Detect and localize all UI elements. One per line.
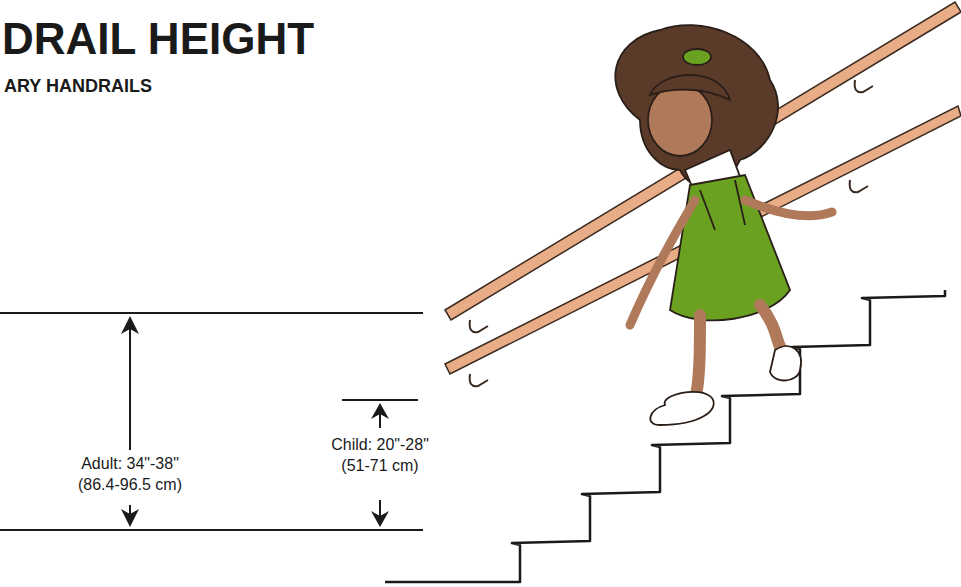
subtitle: ARY HANDRAILS <box>2 76 154 97</box>
dimension-label: Child: 20"-28" <box>329 436 431 454</box>
arrowheads <box>121 316 389 527</box>
stairs <box>385 290 945 582</box>
title: DRAIL HEIGHT <box>0 14 316 65</box>
girl-figure <box>615 25 832 425</box>
dimension-label: Adult: 34"-38" <box>79 455 181 473</box>
upper-handrail <box>445 2 961 332</box>
dimension-lines <box>0 313 423 530</box>
dimension-label: (51-71 cm) <box>339 457 420 475</box>
dimension-label: (86.4-96.5 cm) <box>76 476 184 494</box>
